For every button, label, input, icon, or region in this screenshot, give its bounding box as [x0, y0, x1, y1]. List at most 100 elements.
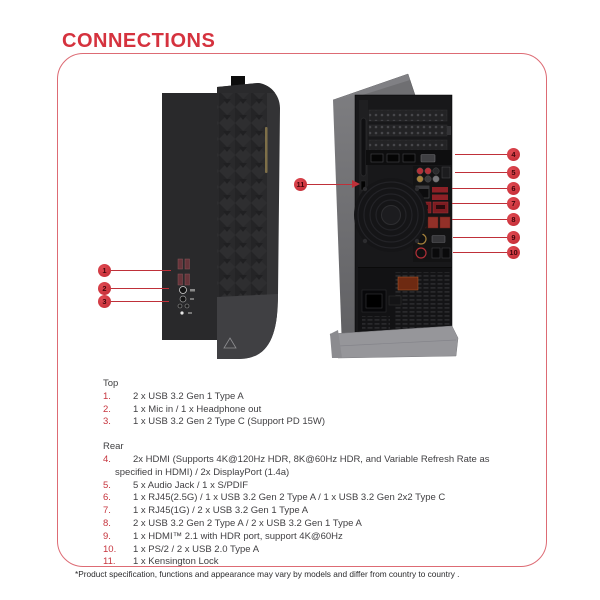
- rear-side-panel: [333, 95, 355, 348]
- item-text: 1 x RJ45(2.5G) / 1 x USB 3.2 Gen 2 Type …: [133, 492, 446, 504]
- section-heading: Rear: [103, 441, 124, 453]
- audio-jack: [416, 175, 424, 183]
- callout-badge-11: 11: [294, 178, 307, 191]
- audio-jack: [416, 167, 424, 175]
- item-text: 2x HDMI (Supports 4K@120Hz HDR, 8K@60Hz …: [115, 453, 490, 478]
- callout-badge-10: 10: [507, 246, 520, 259]
- ps2-port: [415, 247, 427, 259]
- usb-c-port: [179, 286, 187, 294]
- fan-grille: [354, 178, 428, 252]
- item-text: 1 x USB 3.2 Gen 2 Type C (Support PD 15W…: [133, 416, 326, 428]
- usb-a-port: [441, 247, 451, 259]
- leader-line-3: [111, 301, 169, 302]
- callout-badge-2: 2: [98, 282, 111, 295]
- logo-triangle-icon: [223, 337, 237, 349]
- item-number: 2.: [103, 403, 111, 415]
- displayport-port: [386, 153, 400, 163]
- connection-item: 9. 1 x HDMI™ 2.1 with HDR port, support 4…: [103, 531, 523, 544]
- item-text: 1 x PS/2 / 2 x USB 2.0 Type A: [133, 543, 260, 555]
- power-switch: [388, 295, 402, 306]
- callout-badge-4: 4: [507, 148, 520, 161]
- connection-item: 6. 1 x RJ45(2.5G) / 1 x USB 3.2 Gen 2 Typ…: [103, 492, 523, 505]
- item-text: 1 x Kensington Lock: [133, 556, 219, 568]
- gpu-ports: [366, 150, 452, 165]
- arrowhead-icon: [352, 180, 360, 188]
- usb-a-port: [177, 258, 183, 270]
- stand: [329, 325, 459, 359]
- leader-line-5: [455, 172, 507, 173]
- usb-a-port: [439, 216, 451, 229]
- leader-line-11: [306, 184, 353, 185]
- leader-line-2: [111, 288, 169, 289]
- connection-item: 3. 1 x USB 3.2 Gen 2 Type C (Support PD 1…: [103, 416, 523, 429]
- displayport-port: [370, 153, 384, 163]
- page-title: CONNECTIONS: [62, 30, 216, 52]
- power-led: [180, 311, 184, 315]
- device-rear-illustration: [329, 73, 459, 359]
- leader-line-4: [455, 154, 507, 155]
- item-text: 2 x USB 3.2 Gen 1 Type A: [133, 390, 244, 402]
- footnote: *Product specification, functions and ap…: [75, 569, 460, 579]
- connection-item: 8. 2 x USB 3.2 Gen 2 Type A / 2 x USB 3.2…: [103, 518, 523, 531]
- brand-strip: [265, 127, 268, 173]
- callout-badge-7: 7: [507, 197, 520, 210]
- item-number: 6.: [103, 492, 111, 504]
- usb-c-port: [432, 194, 448, 200]
- front-side-panel: [162, 93, 217, 340]
- item-text: 1 x RJ45(1G) / 2 x USB 3.2 Gen 1 Type A: [133, 505, 309, 517]
- callout-badge-9: 9: [507, 231, 520, 244]
- connection-item: 11. 1 x Kensington Lock: [103, 556, 523, 569]
- usb-a-port: [177, 273, 183, 286]
- hdmi-port: [420, 154, 436, 163]
- callout-badge-6: 6: [507, 182, 520, 195]
- audio-jack: [432, 175, 440, 183]
- item-number: 5.: [103, 479, 111, 491]
- item-text: 5 x Audio Jack / 1 x S/PDIF: [133, 479, 249, 491]
- audio-jack: [424, 167, 432, 175]
- leader-line-9: [453, 237, 507, 238]
- usb-a-port: [184, 273, 190, 286]
- pcie-brackets: [368, 109, 451, 152]
- connection-item: 10.1 x PS/2 / 2 x USB 2.0 Type A: [103, 544, 523, 557]
- item-number: 4.: [103, 453, 111, 465]
- item-text: 1 x HDMI™ 2.1 with HDR port, support 4K@…: [133, 530, 343, 542]
- psu-label: [397, 276, 419, 291]
- connection-item: 2. 1 x Mic in / 1 x Headphone out: [103, 404, 523, 417]
- connection-item: 1. 2 x USB 3.2 Gen 1 Type A: [103, 391, 523, 404]
- section-heading: Top: [103, 378, 119, 389]
- displayport-port: [402, 153, 416, 163]
- audio-jack: [432, 167, 440, 175]
- content-frame: [57, 53, 547, 567]
- front-panel: [217, 83, 280, 359]
- headphone-jack: [179, 295, 187, 303]
- item-number: 7.: [103, 505, 111, 517]
- connection-item: 4. 2x HDMI (Supports 4K@120Hz HDR, 8K@60H…: [103, 454, 523, 480]
- spdif-port: [441, 166, 451, 179]
- callout-badge-5: 5: [507, 166, 520, 179]
- leader-line-6: [452, 188, 507, 189]
- front-panel-ports: [177, 258, 195, 315]
- item-number: 3.: [103, 416, 111, 428]
- callout-badge-3: 3: [98, 295, 111, 308]
- mic-jack: [177, 303, 183, 309]
- usb-a-port: [431, 247, 441, 259]
- item-number: 9.: [103, 530, 111, 542]
- leader-line-10: [453, 252, 507, 253]
- item-number: 1.: [103, 390, 111, 402]
- leader-line-8: [452, 219, 507, 220]
- connection-item: 7. 1 x RJ45(1G) / 2 x USB 3.2 Gen 1 Type …: [103, 505, 523, 518]
- leader-line-7: [452, 203, 507, 204]
- item-number: 8.: [103, 517, 111, 529]
- item-text: 2 x USB 3.2 Gen 2 Type A / 2 x USB 3.2 G…: [133, 517, 362, 529]
- device-front-illustration: [162, 76, 280, 359]
- item-text: 1 x Mic in / 1 x Headphone out: [133, 403, 262, 415]
- leader-line-1: [111, 270, 171, 271]
- item-number: 11.: [103, 556, 116, 568]
- callout-badge-8: 8: [507, 213, 520, 226]
- usb-a-port: [184, 258, 190, 270]
- callout-badge-1: 1: [98, 264, 111, 277]
